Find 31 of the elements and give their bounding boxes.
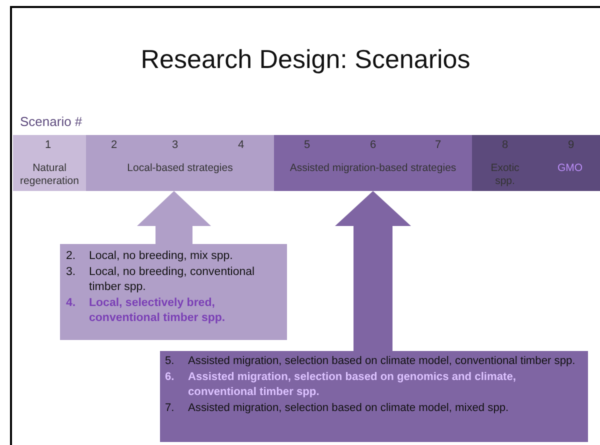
block-arrow <box>335 191 411 351</box>
list-item: 4. Local, selectively bred, conventional timber spp. <box>66 296 226 326</box>
list-item: 3. Local, no breeding, conventional timber spp. <box>66 264 256 296</box>
list-item: 6. Assisted migration, selection based on genomics and climate, conventional timber spp. <box>165 370 517 400</box>
list-item: 2. Local, no breeding, mix spp. <box>66 249 234 264</box>
scenario-list-box <box>60 244 287 340</box>
scenario-number: 6 <box>370 139 376 151</box>
category-label: Local-based strategies <box>126 162 234 175</box>
scenario-number: 2 <box>110 139 118 151</box>
category-label: Exotic spp. <box>490 162 520 188</box>
scenario-number: 8 <box>502 139 508 151</box>
category-band <box>13 135 86 191</box>
scenario-number: 5 <box>304 139 310 151</box>
list-item: 5. Assisted migration, selection based on climate model, conventional timber spp. <box>165 354 576 369</box>
category-label: Natural regeneration <box>19 162 80 188</box>
category-band <box>472 135 538 191</box>
category-band <box>538 135 600 191</box>
scenario-number: 3 <box>172 139 178 151</box>
scenario-number: 1 <box>44 139 52 151</box>
block-arrow <box>137 191 211 244</box>
category-label: GMO <box>556 162 584 175</box>
slide-title: Research Design: Scenarios <box>140 44 472 75</box>
section-label: Scenario # <box>20 114 82 129</box>
scenario-number: 4 <box>238 139 244 151</box>
list-item: 7. Assisted migration, selection based on climate model, mixed spp. <box>165 400 510 416</box>
scenario-number: 7 <box>434 139 442 151</box>
scenario-list-box <box>160 351 588 442</box>
category-band <box>86 135 274 191</box>
category-label: Assisted migration-based strategies <box>288 162 458 175</box>
scenario-number: 9 <box>568 139 574 151</box>
category-band <box>274 135 472 191</box>
